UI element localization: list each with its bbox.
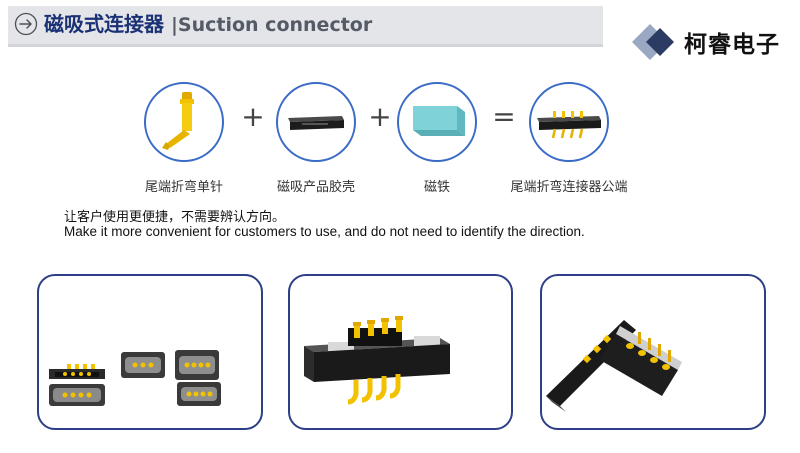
component-magnet: 磁铁 (377, 82, 497, 195)
component-circle (529, 82, 609, 162)
magnet-icon (413, 106, 465, 136)
connector-mated-image (546, 320, 682, 412)
component-label: 磁铁 (423, 180, 450, 195)
component-label: 磁吸产品胶壳 (276, 180, 355, 195)
product-photo-frame-2 (288, 274, 513, 430)
plus-operator: + (241, 100, 265, 133)
component-circle (276, 82, 356, 162)
page-title: 磁吸式连接器 |Suction connector (44, 8, 372, 40)
title-separator: | (170, 14, 178, 36)
product-photo-frame-1 (37, 274, 263, 430)
component-circle (397, 82, 477, 162)
component-label: 尾端折弯单针 (144, 180, 223, 195)
connector-set-image (49, 350, 221, 406)
header-divider (8, 44, 603, 47)
arrow-right-icon (14, 12, 38, 36)
bent-pin-icon (162, 92, 194, 150)
component-bent-pin: 尾端折弯单针 (124, 82, 244, 195)
diamond-logo-icon (632, 24, 674, 60)
plastic-housing-icon (288, 116, 344, 130)
product-photo-frame-3 (540, 274, 766, 430)
plus-operator: + (368, 100, 392, 133)
title-en: Suction connector (177, 14, 373, 36)
brand-logo: 柯睿电子 (630, 22, 792, 62)
brand-name: 柯睿电子 (684, 32, 780, 58)
equals-operator: = (492, 100, 516, 133)
component-label: 尾端折弯连接器公端 (510, 180, 628, 195)
description-cn: 让客户使用更便捷，不需要辨认方向。 (64, 210, 286, 225)
component-housing: 磁吸产品胶壳 (256, 82, 376, 195)
component-male-connector: 尾端折弯连接器公端 (509, 82, 629, 195)
component-circle (144, 82, 224, 162)
connector-closeup-image (304, 316, 450, 405)
header-bar (8, 6, 603, 44)
title-cn: 磁吸式连接器 (44, 12, 164, 36)
male-connector-icon (537, 111, 601, 139)
description-en: Make it more convenient for customers to… (64, 224, 585, 239)
